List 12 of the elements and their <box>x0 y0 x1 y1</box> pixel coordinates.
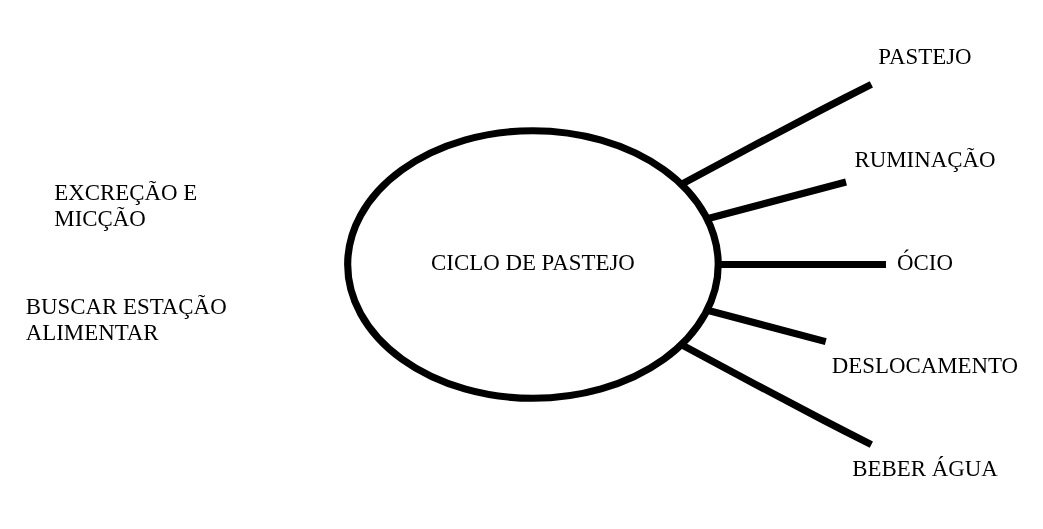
node-text: DESLOCAMENTO <box>831 352 1019 378</box>
node-text: PASTEJO <box>878 43 972 69</box>
node-text: RUMINAÇÃO <box>854 146 996 172</box>
connector <box>706 178 847 223</box>
connector <box>679 81 873 188</box>
node-ellipse: CICLO DE PASTEJO <box>344 127 722 402</box>
label: BUSCAR ESTAÇÃO ALIMENTAR <box>25 294 227 346</box>
connector <box>706 306 827 346</box>
node-text: ÓCIO <box>897 249 953 275</box>
node-text: BEBER ÁGUA <box>852 455 998 481</box>
label: EXCREÇÃO E MICÇÃO <box>54 179 198 231</box>
connector <box>679 341 873 448</box>
